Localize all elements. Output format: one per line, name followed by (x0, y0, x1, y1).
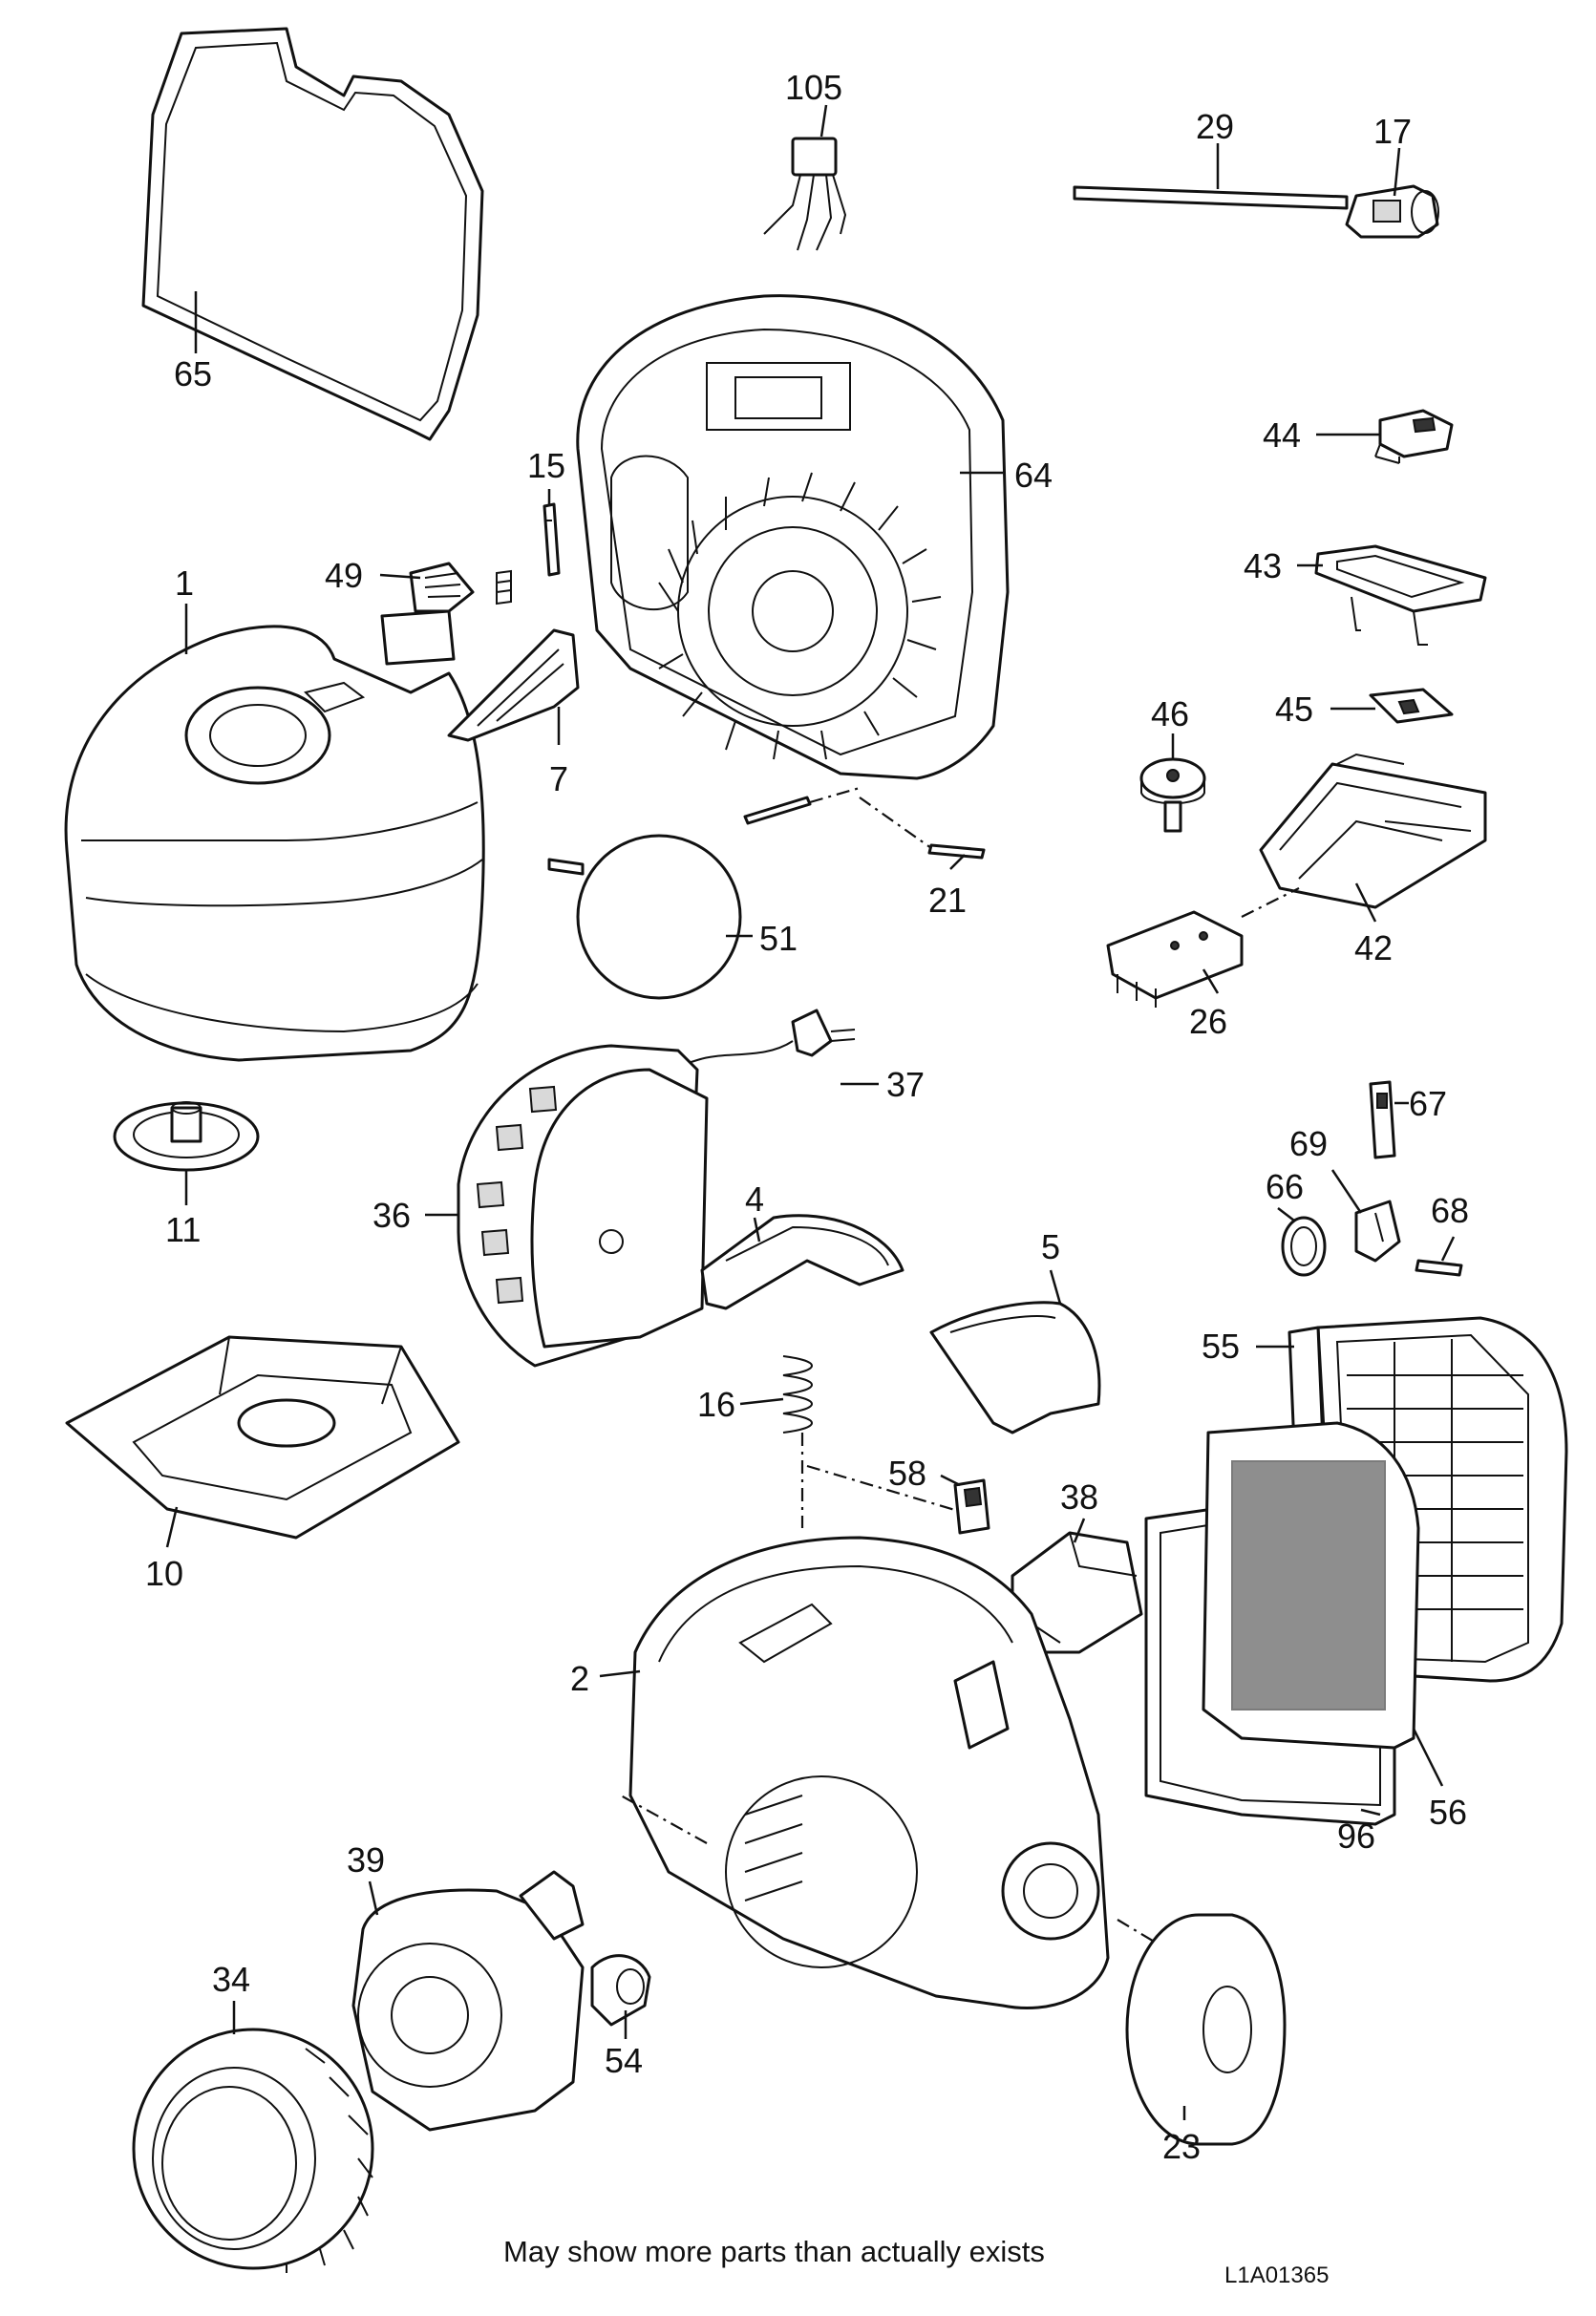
part-label: 56 (1429, 1793, 1467, 1832)
part-label: 37 (886, 1065, 925, 1104)
part-label: 67 (1409, 1084, 1447, 1123)
part-label: 58 (888, 1454, 926, 1493)
part-26-switch-board (1106, 887, 1300, 1008)
part-11-disc (113, 1101, 260, 1172)
part-label: 39 (347, 1840, 385, 1880)
part-label: 2 (570, 1659, 589, 1698)
part-label: 16 (697, 1385, 735, 1424)
part-label: 69 (1289, 1124, 1328, 1163)
part-label: 51 (759, 919, 798, 958)
part-label: 66 (1266, 1167, 1304, 1206)
part-label: 44 (1263, 415, 1301, 455)
part-label: 29 (1196, 107, 1234, 146)
part-65-gasket (141, 27, 484, 441)
part-43-handle-bracket (1314, 544, 1487, 646)
part-16-spring (782, 1355, 985, 1528)
part-label: 42 (1354, 928, 1393, 967)
part-label: 64 (1014, 456, 1053, 495)
part-label: 17 (1373, 112, 1412, 151)
part-68-bar (1415, 1259, 1463, 1277)
part-label: 5 (1041, 1227, 1060, 1266)
part-56-filter (1202, 1421, 1420, 1750)
part-label: 36 (372, 1196, 411, 1235)
part-7-bracket (447, 628, 580, 742)
part-label: 34 (212, 1960, 250, 1999)
part-64-rear-housing (576, 294, 1010, 780)
part-46-knob (1139, 757, 1206, 833)
part-label: 45 (1275, 690, 1313, 729)
reference-code: L1A01365 (1224, 2263, 1329, 2288)
part-labels: 105 29 17 65 64 44 15 49 43 1 46 45 7 21… (145, 68, 1469, 2166)
part-label: 11 (165, 1210, 201, 1249)
part-label: 7 (549, 759, 568, 798)
part-15-latch (543, 502, 561, 577)
part-label: 46 (1151, 694, 1189, 733)
leader-lines (165, 104, 1456, 2120)
part-4-cover (700, 1214, 904, 1310)
part-17-knob (1345, 184, 1439, 239)
part-67-switch (1369, 1080, 1396, 1159)
part-66-ring (1281, 1216, 1327, 1277)
part-54-connector (590, 1954, 651, 2027)
part-label: 49 (325, 556, 363, 595)
part-36-cable-reel (457, 1044, 709, 1368)
part-label: 68 (1431, 1191, 1469, 1230)
part-29-rod (1073, 185, 1349, 210)
part-label: 4 (745, 1179, 764, 1219)
part-34-ring-nut (132, 2028, 374, 2273)
part-69-microswitch (1354, 1200, 1401, 1263)
part-23-wheel (1125, 1913, 1287, 2146)
part-label: 96 (1337, 1817, 1375, 1856)
part-label: 54 (605, 2041, 643, 2080)
footnote: May show more parts than actually exists (503, 2235, 1045, 2268)
part-51-filter (547, 834, 742, 1000)
part-38-bracket (1011, 1531, 1143, 1654)
part-label: 65 (174, 354, 212, 393)
part-2-main-housing (620, 1536, 1166, 2010)
part-39-motor (351, 1870, 585, 2132)
part-label: 105 (785, 68, 842, 107)
part-58-connector (953, 1478, 990, 1535)
part-label: 55 (1202, 1327, 1240, 1366)
part-label: 23 (1162, 2127, 1201, 2166)
part-label: 43 (1244, 546, 1282, 585)
part-42-tray (1259, 753, 1487, 909)
part-21-screws (743, 786, 986, 860)
part-10-bag (65, 1335, 460, 1540)
part-45-slider (1369, 688, 1454, 724)
part-label: 38 (1060, 1477, 1098, 1517)
part-label: 10 (145, 1554, 183, 1593)
part-label: 1 (175, 563, 194, 603)
part-49-pedal (380, 562, 512, 666)
part-1-top-cover (64, 625, 485, 1062)
part-label: 26 (1189, 1002, 1227, 1041)
part-label: 21 (928, 881, 967, 920)
part-105-capacitor (763, 137, 847, 251)
part-5-flap (929, 1301, 1101, 1434)
part-label: 15 (527, 446, 565, 485)
part-44-clip (1374, 409, 1454, 464)
